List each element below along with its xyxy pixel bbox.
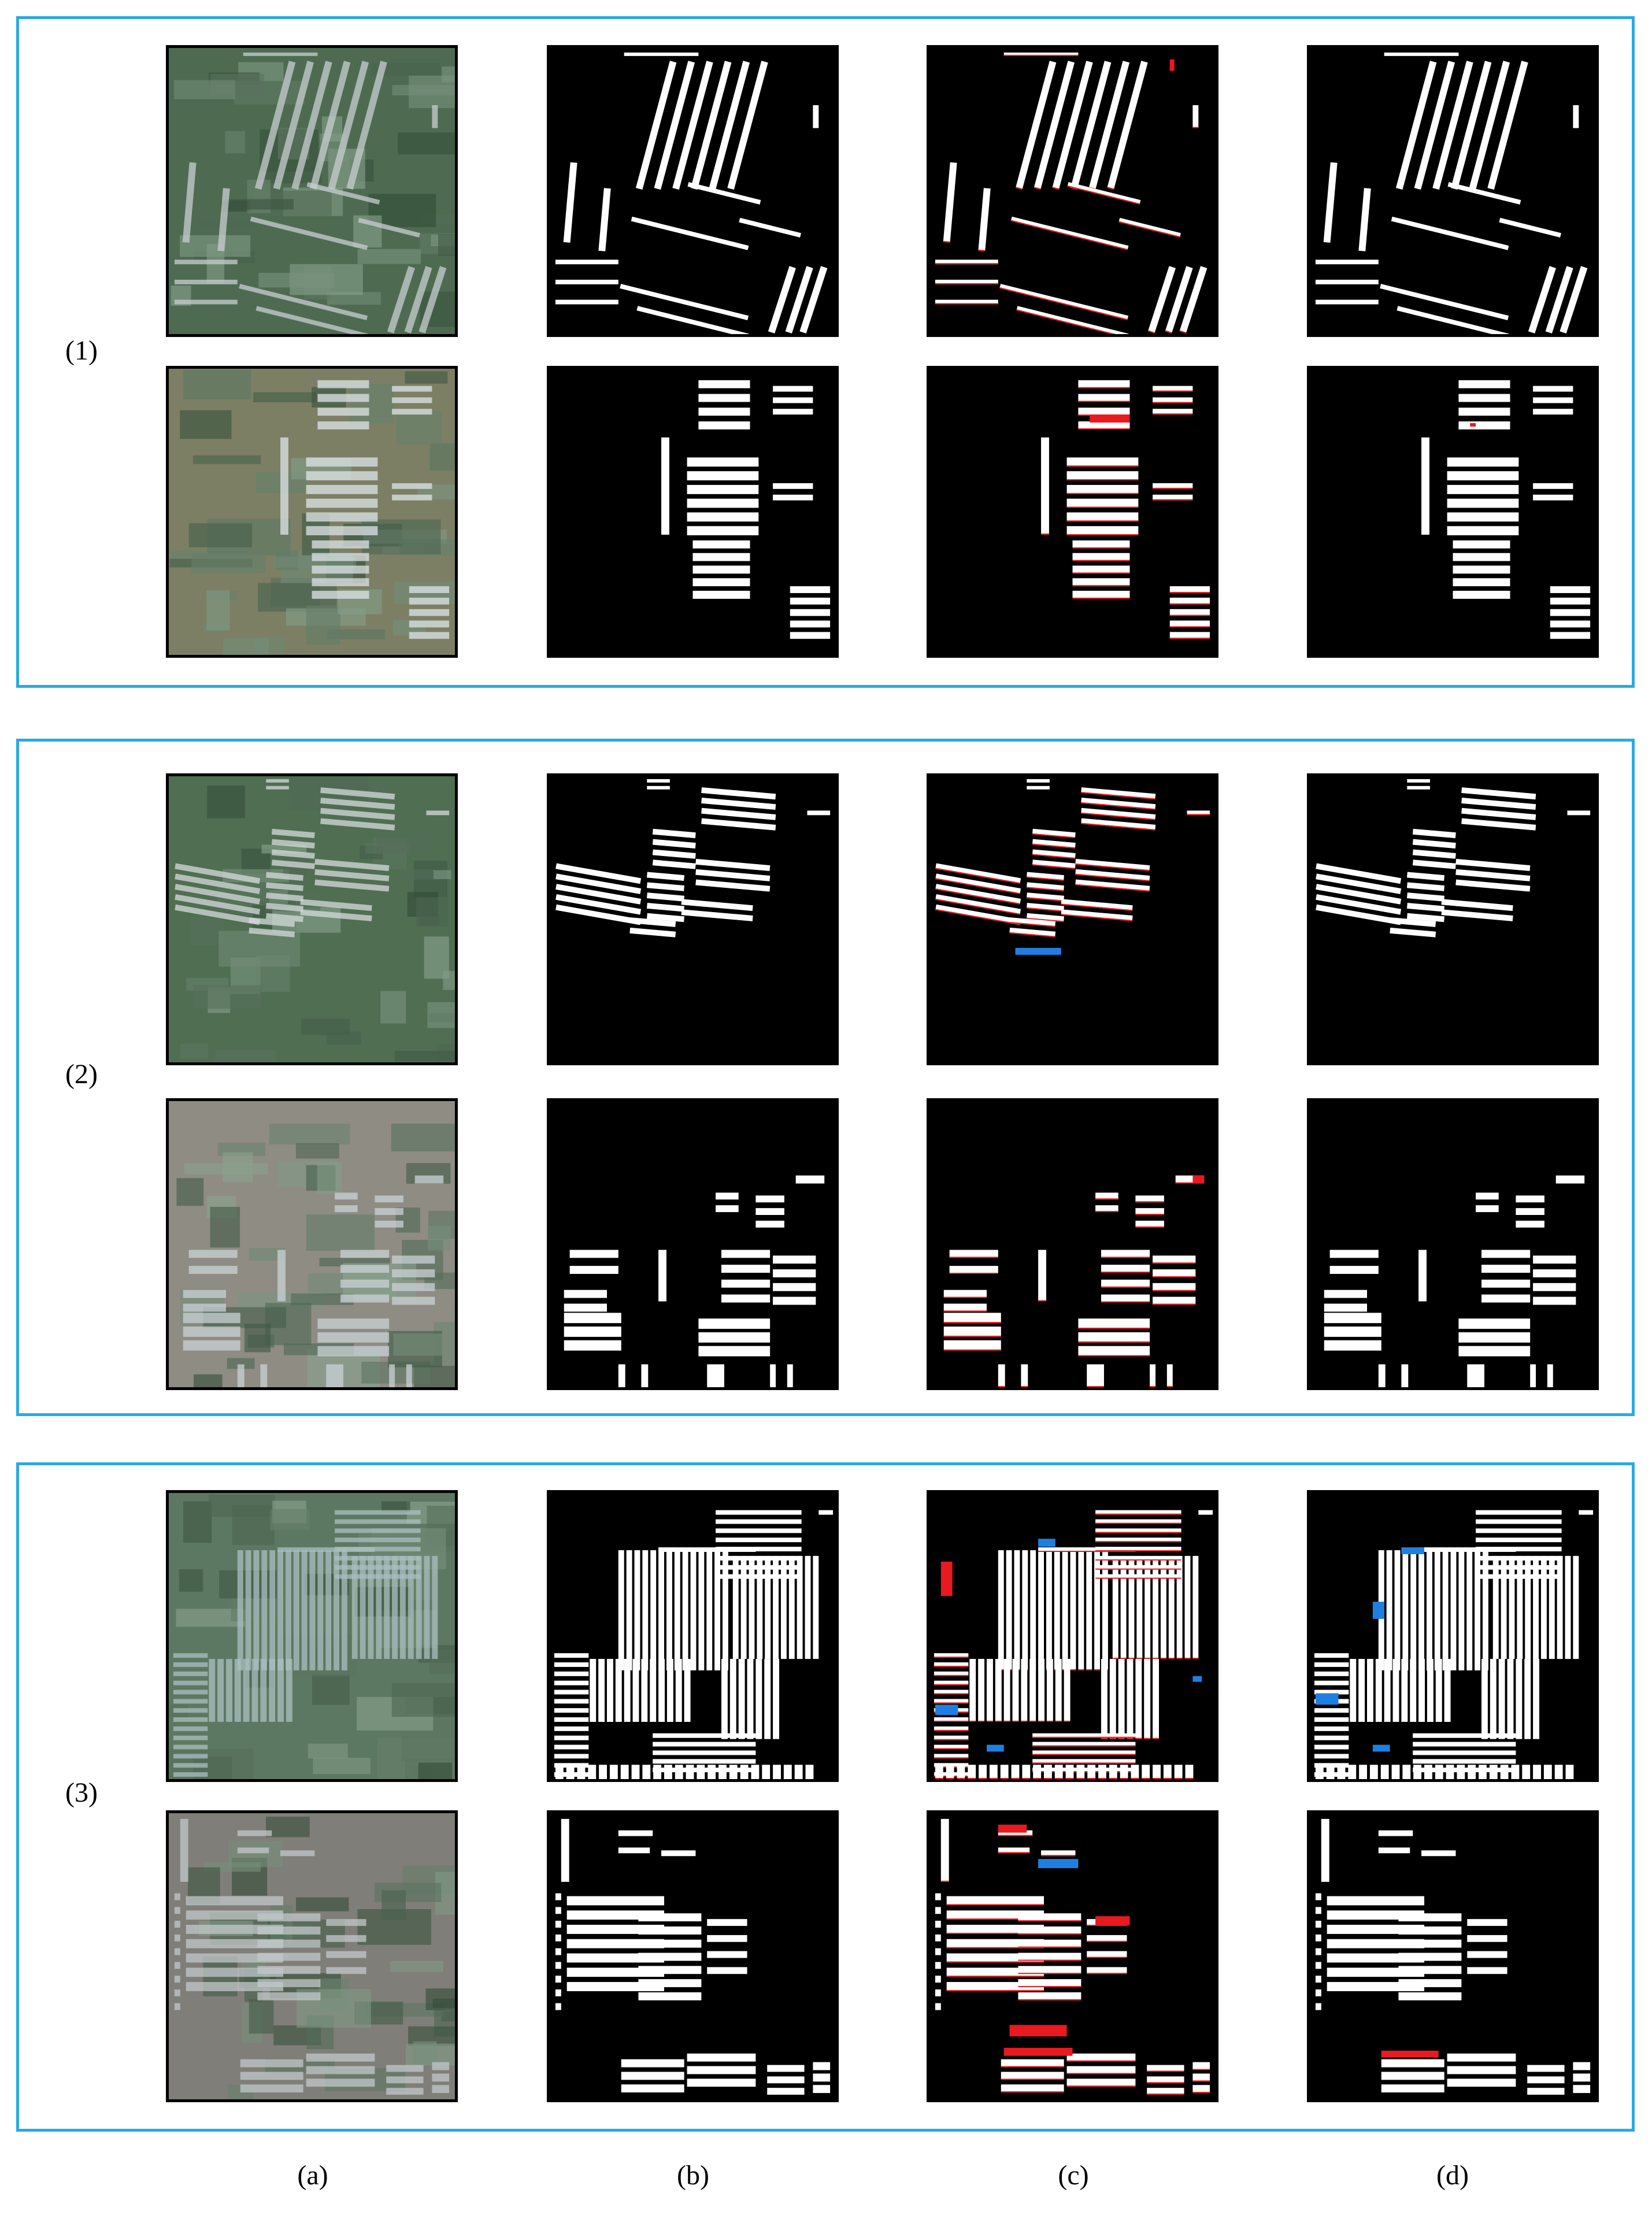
satellite-image-row-6: [166, 1810, 458, 2102]
group-panel-1: [16, 16, 1635, 688]
tile-graphic: [169, 1101, 455, 1387]
tile-graphic: [169, 1493, 455, 1779]
satellite-image-row-5: [166, 1490, 458, 1782]
tile-graphic: [169, 1813, 455, 2099]
tile-graphic: [935, 1818, 1210, 2095]
prediction-mask-c-row-2: [927, 366, 1218, 658]
tile-graphic: [661, 380, 831, 639]
ground-truth-mask-row-3: [547, 773, 839, 1065]
satellite-image-row-4: [166, 1098, 458, 1390]
satellite-image-row-1: [166, 45, 458, 337]
prediction-mask-d-row-6: [1307, 1810, 1599, 2102]
ground-truth-mask-row-4: [547, 1098, 839, 1390]
column-label-b: (b): [677, 2160, 709, 2191]
tile-graphic: [935, 779, 1210, 955]
tile-graphic: [1315, 52, 1588, 334]
group-label-1: (1): [65, 335, 98, 366]
ground-truth-mask-row-5: [547, 1490, 839, 1782]
prediction-mask-c-row-4: [927, 1098, 1218, 1390]
ground-truth-mask-row-6: [547, 1810, 839, 2102]
tile-graphic: [554, 1510, 834, 1779]
tile-graphic: [1314, 1510, 1594, 1779]
tile-graphic: [555, 52, 828, 334]
ground-truth-mask-row-2: [547, 366, 839, 658]
satellite-image-row-3: [166, 773, 458, 1065]
prediction-mask-c-row-5: [927, 1490, 1218, 1782]
tile-graphic: [555, 1818, 831, 2095]
prediction-mask-d-row-4: [1307, 1098, 1599, 1390]
satellite-image-row-2: [166, 366, 458, 658]
prediction-mask-d-row-5: [1307, 1490, 1599, 1782]
tile-graphic: [169, 369, 455, 655]
tile-graphic: [555, 779, 831, 938]
tile-graphic: [1421, 380, 1591, 639]
tile-graphic: [934, 1510, 1213, 1779]
tile-graphic: [1315, 1818, 1591, 2095]
prediction-mask-c-row-3: [927, 773, 1218, 1065]
tile-graphic: [169, 776, 455, 1062]
tile-graphic: [1324, 1175, 1585, 1387]
tile-graphic: [1316, 779, 1591, 938]
group-label-2: (2): [65, 1059, 98, 1090]
prediction-mask-d-row-3: [1307, 773, 1599, 1065]
column-label-a: (a): [297, 2160, 328, 2191]
group-panel-3: [16, 1462, 1635, 2132]
prediction-mask-d-row-2: [1307, 366, 1599, 658]
group-panel-2: [16, 739, 1635, 1416]
prediction-mask-c-row-1: [927, 45, 1218, 337]
column-label-c: (c): [1058, 2160, 1089, 2191]
prediction-mask-d-row-1: [1307, 45, 1599, 337]
tile-graphic: [169, 48, 455, 334]
prediction-mask-c-row-6: [927, 1810, 1218, 2102]
tile-graphic: [935, 52, 1207, 334]
tile-graphic: [1041, 380, 1210, 639]
ground-truth-mask-row-1: [547, 45, 839, 337]
tile-graphic: [943, 1175, 1205, 1387]
tile-graphic: [564, 1175, 825, 1387]
group-label-3: (3): [65, 1777, 98, 1808]
column-label-d: (d): [1436, 2160, 1469, 2191]
